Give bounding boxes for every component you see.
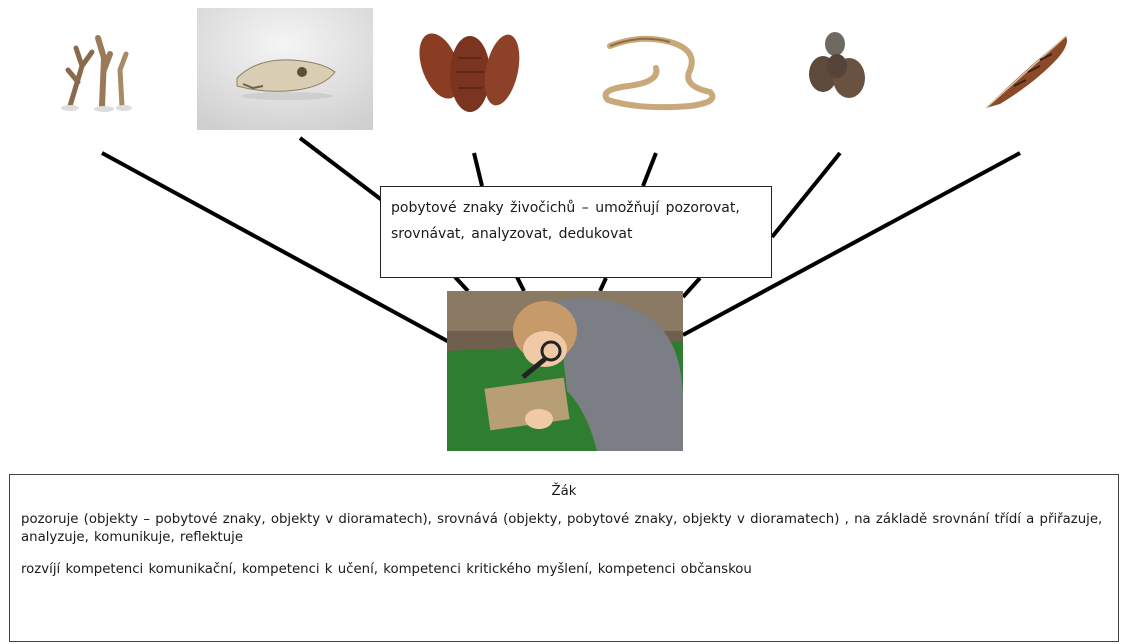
cones-image <box>382 8 562 130</box>
child-with-magnifier-photo <box>447 291 683 451</box>
snake-skin-image <box>570 8 748 130</box>
pupil-box: Žák pozoruje (objekty – pobytové znaky, … <box>9 474 1119 642</box>
pupil-title: Žák <box>10 483 1118 501</box>
pupil-activities: pozoruje (objekty – pobytové znaky, obje… <box>21 511 1118 547</box>
connector-line <box>643 153 656 186</box>
snake-skin-icon <box>570 8 748 130</box>
skull-icon <box>197 8 373 130</box>
antlers-image <box>12 8 188 130</box>
droppings-icon <box>753 8 933 130</box>
caption-box: pobytové znaky živočichů – umožňují pozo… <box>380 186 772 278</box>
pine-cone-icon <box>382 8 562 130</box>
connector-line <box>300 138 391 207</box>
connector-line <box>474 153 482 186</box>
connector-line <box>683 278 700 297</box>
antler-icon <box>12 8 188 130</box>
connector-line <box>455 277 468 291</box>
feather-image <box>940 8 1112 130</box>
connector-line <box>600 278 606 291</box>
connector-line <box>772 153 840 237</box>
skull-image <box>197 8 373 130</box>
caption-text: pobytové znaky živočichů – umožňují pozo… <box>391 200 740 242</box>
droppings-image <box>753 8 933 130</box>
magnifying-glass-icon <box>447 291 683 451</box>
connector-line <box>517 277 524 291</box>
feather-icon <box>940 8 1112 130</box>
pupil-competences: rozvíjí kompetenci komunikační, kompeten… <box>21 561 1118 579</box>
